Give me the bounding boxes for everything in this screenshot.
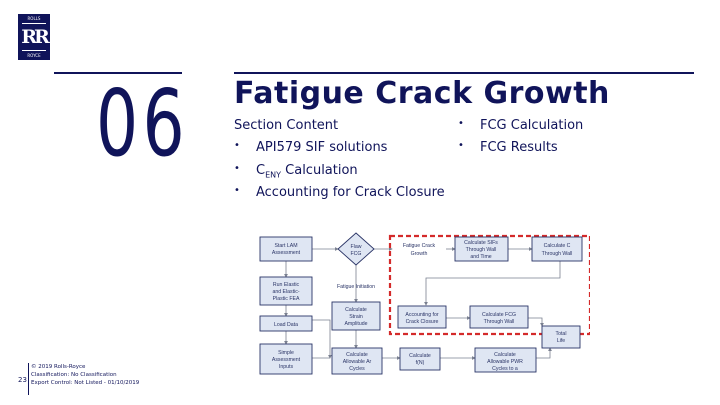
node-strain-line3: Amplitude xyxy=(344,321,367,327)
node-simple-box xyxy=(259,343,313,375)
node-strain-line2: Strain xyxy=(349,314,363,320)
bullet-item: • API579 SIF solutions xyxy=(234,140,388,155)
section-content-label: Section Content xyxy=(234,118,339,133)
node-ceny-line2: Through Wall xyxy=(542,251,573,257)
node-fn-line2: f(N) xyxy=(416,360,425,366)
footer-block: © 2019 Rolls-Royce Classification: No Cl… xyxy=(28,363,140,395)
node-start-lam-box xyxy=(259,236,313,262)
bullet-icon: • xyxy=(234,185,240,196)
bullet-icon: • xyxy=(234,163,240,174)
ceny-subscript: ENY xyxy=(265,170,282,180)
node-fcg-line1: Fatigue Crack xyxy=(403,243,436,249)
node-ceny-box xyxy=(531,236,583,262)
page-title: Fatigue Crack Growth xyxy=(234,76,610,111)
node-fn-line1: Calculate xyxy=(409,353,431,359)
node-load-label: Load Data xyxy=(274,322,298,328)
bullet-item: • FCG Calculation xyxy=(458,118,584,133)
node-flaw-fcg-box xyxy=(337,232,375,266)
node-allow-line1: Calculate xyxy=(346,352,368,358)
node-start-line1: Start LAM xyxy=(274,243,297,249)
footer-export-control: Export Control: Not Listed - 01/10/2019 xyxy=(31,380,140,386)
node-allow-line2: Allowable Ar xyxy=(343,359,372,365)
node-start-line2: Assessment xyxy=(272,250,301,256)
node-fcgtw-line2: Through Wall xyxy=(484,319,515,325)
node-pwr-line2: Allowable PWR xyxy=(487,359,523,365)
node-pwr-line3: Cycles to a xyxy=(492,366,518,372)
bullet-icon: • xyxy=(234,140,240,151)
node-fn-box xyxy=(399,347,441,371)
node-simple-line1: Simple xyxy=(278,350,294,356)
node-sifs-line3: and Time xyxy=(470,254,491,260)
bullet-item: • Accounting for Crack Closure xyxy=(234,185,445,200)
footer-classification: Classification: No Classification xyxy=(31,372,117,378)
ceny-rest: Calculation xyxy=(281,163,358,178)
node-total-line2: Life xyxy=(557,338,565,344)
node-closure-line2: Crack Closure xyxy=(406,319,439,325)
node-closure-box xyxy=(397,305,447,329)
bullet-text: API579 SIF solutions xyxy=(256,140,388,155)
logo-bottom-text: ROYCE xyxy=(27,53,41,58)
bullet-icon: • xyxy=(458,118,464,129)
rolls-royce-logo: ROLLS RR ROYCE xyxy=(18,14,50,60)
node-strain-box xyxy=(331,301,381,331)
node-sifs-box xyxy=(454,236,509,262)
footer-divider xyxy=(28,363,29,395)
node-total-line1: Total xyxy=(556,331,567,337)
ceny-main: C xyxy=(256,163,266,178)
fcg-flow-diagram: Start LAM Assessment Flaw FCG Fatigue Cr… xyxy=(259,232,590,375)
logo-mark: RR xyxy=(21,26,50,48)
node-flaw-line2: FCG xyxy=(351,251,362,257)
node-fea-box xyxy=(259,276,313,306)
section-number-rule xyxy=(54,72,182,74)
node-fea-line1: Run Elastic xyxy=(273,282,300,288)
node-load-box xyxy=(259,315,313,332)
node-pwr-box xyxy=(474,347,537,373)
node-allow-cycles-box xyxy=(331,347,383,375)
node-flaw-line1: Flaw xyxy=(351,244,362,250)
node-simple-line3: Inputs xyxy=(279,364,294,370)
highlight-frame xyxy=(388,234,590,336)
node-sifs-line1: Calculate SIFs xyxy=(464,240,498,246)
node-fea-line2: and Elastic- xyxy=(272,289,299,295)
bullet-item: • FCG Results xyxy=(458,140,558,155)
footer-copyright: © 2019 Rolls-Royce xyxy=(31,364,86,370)
logo-rule xyxy=(22,23,46,24)
bullet-text: FCG Calculation xyxy=(480,118,584,133)
node-fcg-tw-box xyxy=(469,305,529,329)
logo-top-text: ROLLS xyxy=(27,16,41,21)
section-number: 06 xyxy=(96,70,189,177)
node-pwr-line1: Calculate xyxy=(494,352,516,358)
node-ceny-line1: Calculate C xyxy=(544,243,571,249)
bullet-text: FCG Results xyxy=(480,140,558,155)
flow-connectors xyxy=(284,247,561,360)
bullet-text: Accounting for Crack Closure xyxy=(256,185,445,200)
title-rule xyxy=(234,72,694,74)
bullet-item: • CENY Calculation xyxy=(234,163,358,180)
node-total-life-box xyxy=(541,325,581,349)
node-fcg-line2: Growth xyxy=(411,251,428,257)
node-closure-line1: Accounting for xyxy=(405,312,438,318)
node-strain-line1: Calculate xyxy=(345,307,367,313)
node-fcgtw-line1: Calculate FCG xyxy=(482,312,516,318)
node-sifs-line2: Through Wall xyxy=(466,247,497,253)
logo-rule xyxy=(22,50,46,51)
bullet-icon: • xyxy=(458,140,464,151)
node-fea-line3: Plastic FEA xyxy=(273,296,300,302)
page-number: 23 xyxy=(18,376,27,384)
node-simple-line2: Assessment xyxy=(272,357,301,363)
node-allow-line3: Cycles xyxy=(349,366,365,372)
node-initiation-label: Fatigue Initiation xyxy=(337,284,375,290)
